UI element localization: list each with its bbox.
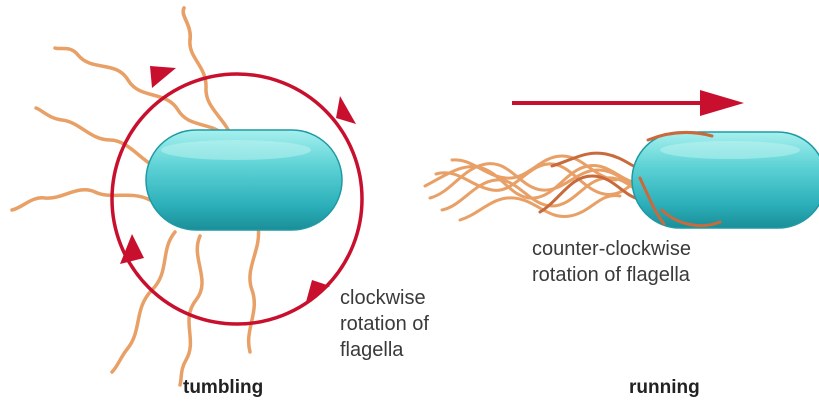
tumbling-rotation-label: clockwise rotation of flagella [340, 285, 429, 363]
running-rotation-label: counter-clockwise rotation of flagella [532, 236, 691, 288]
running-label-line-2: rotation of flagella [532, 262, 691, 288]
tumbling-label-line-2: rotation of [340, 311, 429, 337]
tumbling-label-line-3: flagella [340, 337, 429, 363]
tumbling-label-line-1: clockwise [340, 285, 429, 311]
direction-arrowhead [700, 90, 744, 116]
flagellum-left-lower [12, 190, 150, 210]
tumbling-caption: tumbling [183, 377, 263, 399]
arrowhead-right [336, 96, 356, 124]
running-label-line-1: counter-clockwise [532, 236, 691, 262]
arrowhead-bottom-right [306, 280, 330, 302]
arrowhead-top [150, 66, 176, 88]
flagellum-bottom-right [249, 226, 259, 352]
tumbling-panel [12, 8, 362, 385]
running-panel [425, 90, 819, 228]
running-caption: running [629, 377, 700, 399]
direction-arrow [512, 90, 744, 116]
